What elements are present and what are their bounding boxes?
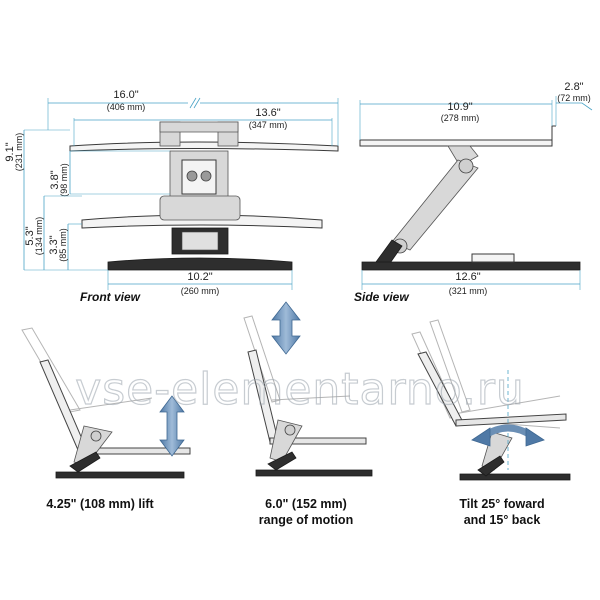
range-caption-line2: range of motion [259, 513, 353, 527]
front-base-width-mm: (260 mm) [181, 286, 220, 296]
motion-view-tilt: Tilt 25° foward and 15° back [411, 319, 571, 527]
front-tray-height-mm: (134 mm) [34, 217, 44, 256]
motion-view-lift: 4.25" (108 mm) lift [21, 327, 191, 511]
front-tray-width-inch: 13.6" [255, 107, 280, 119]
motion-view-range: 6.0" (152 mm) range of motion [243, 301, 373, 527]
front-total-width-mm: (406 mm) [107, 102, 146, 112]
front-tray-width-dimension: 13.6" (347 mm) [73, 107, 333, 146]
front-base-height-dimension: 3.3" (85 mm) [48, 223, 82, 270]
front-view-stand-drawing [69, 121, 339, 271]
lift-caption: 4.25" (108 mm) lift [46, 497, 154, 511]
side-view-stand-drawing [359, 125, 581, 271]
range-caption-line1: 6.0" (152 mm) [265, 497, 347, 511]
range-arrow-icon [271, 301, 301, 355]
side-lip-depth-dimension: 2.8" (72 mm) [555, 81, 593, 126]
front-total-height-dimension: 9.1" (231 mm) [4, 129, 108, 271]
side-tray-depth-mm: (278 mm) [441, 113, 480, 123]
lift-stand-drawing [21, 327, 191, 479]
side-lip-depth-mm: (72 mm) [557, 93, 591, 103]
side-lip-depth-inch: 2.8" [564, 81, 583, 93]
side-base-depth-inch: 12.6" [455, 271, 480, 283]
side-view-label: Side view [354, 290, 409, 304]
front-lift-height-dimension: 3.8" (98 mm) [49, 150, 170, 197]
front-total-height-inch: 9.1" [4, 142, 16, 161]
lift-arrow-icon [159, 395, 185, 457]
front-lift-height-inch: 3.8" [49, 170, 61, 189]
front-base-width-inch: 10.2" [187, 271, 212, 283]
side-tray-depth-dimension: 10.9" (278 mm) [359, 100, 553, 140]
front-tray-width-mm: (347 mm) [249, 120, 288, 130]
front-view-label: Front view [80, 290, 141, 304]
front-total-height-mm: (231 mm) [14, 133, 24, 172]
tilt-caption-line1: Tilt 25° foward [459, 497, 544, 511]
watermark-text: vse-elementarno.ru [75, 364, 525, 415]
front-base-height-mm: (85 mm) [58, 228, 68, 262]
side-tray-depth-inch: 10.9" [447, 101, 472, 113]
side-base-depth-mm: (321 mm) [449, 286, 488, 296]
tilt-caption-line2: and 15° back [464, 513, 541, 527]
front-base-width-dimension: 10.2" (260 mm) [107, 270, 293, 296]
front-tray-height-inch: 5.3" [24, 226, 36, 245]
front-total-width-inch: 16.0" [113, 89, 138, 101]
range-stand-drawing [243, 315, 373, 477]
front-view: 16.0" (406 mm) 13.6" (347 mm) 9.1" (231 … [4, 89, 339, 304]
side-base-depth-dimension: 12.6" (321 mm) [361, 270, 581, 296]
tilt-stand-drawing [411, 319, 571, 481]
tilt-rotate-arrow-icon [471, 424, 545, 447]
side-view: 10.9" (278 mm) 2.8" (72 mm) 12.6" (321 m… [354, 81, 593, 304]
front-tray-height-dimension: 5.3" (134 mm) [24, 195, 82, 270]
front-base-height-inch: 3.3" [48, 235, 60, 254]
front-total-width-dimension: 16.0" (406 mm) [47, 89, 339, 146]
front-lift-height-mm: (98 mm) [59, 163, 69, 197]
